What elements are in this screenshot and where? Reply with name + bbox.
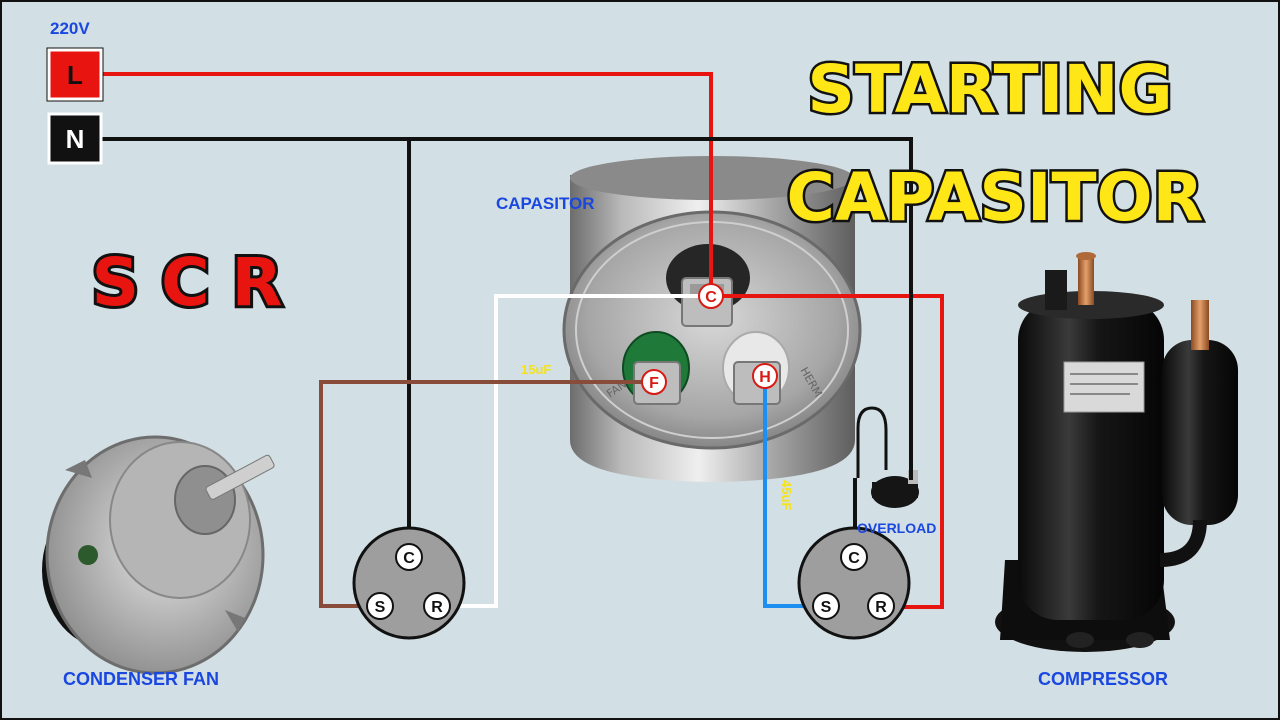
- herm-capacitance: 45uF: [779, 480, 794, 510]
- svg-text:H: H: [759, 369, 771, 386]
- neutral-label: N: [66, 124, 85, 154]
- svg-text:C: C: [705, 289, 717, 306]
- condenser-fan-label: CONDENSER FAN: [63, 669, 219, 689]
- white-wire: [437, 294, 711, 608]
- compressor-terminal-block: C S R: [797, 526, 911, 640]
- title-line-2: CAPASITOR: [787, 159, 1204, 236]
- fan-capacitance: 15uF: [521, 362, 551, 377]
- fan-terminal-block: C S R: [352, 526, 466, 640]
- supply-voltage: 220V: [50, 19, 90, 38]
- svg-text:F: F: [649, 375, 659, 392]
- overload-photo: [856, 406, 919, 508]
- fan-terminal-c: C: [403, 550, 415, 567]
- neutral-wire: [100, 137, 913, 480]
- cap-terminal-c: C: [698, 283, 724, 309]
- compressor-photo: [995, 252, 1238, 652]
- cap-terminal-h: H: [752, 363, 778, 389]
- brown-wire: [319, 380, 654, 608]
- compressor-label: COMPRESSOR: [1038, 669, 1168, 689]
- title-line-1: STARTING: [807, 51, 1172, 128]
- fan-terminal-r: R: [431, 599, 443, 616]
- cap-terminal-f: F: [641, 369, 667, 395]
- supply: 220V L N: [46, 19, 104, 165]
- compressor-terminal-s: S: [821, 599, 832, 616]
- capacitor-label: CAPASITOR: [496, 194, 595, 213]
- compressor-terminal-r: R: [875, 599, 887, 616]
- live-label: L: [67, 60, 83, 90]
- scr-logo: SCR: [92, 244, 305, 321]
- live-wire: [100, 72, 713, 296]
- overload-label: OVERLOAD: [857, 520, 936, 536]
- compressor-terminal-c: C: [848, 550, 860, 567]
- condenser-fan-photo: [42, 435, 275, 675]
- fan-terminal-s: S: [375, 599, 386, 616]
- cap-to-compressor-r-wire: [711, 294, 944, 609]
